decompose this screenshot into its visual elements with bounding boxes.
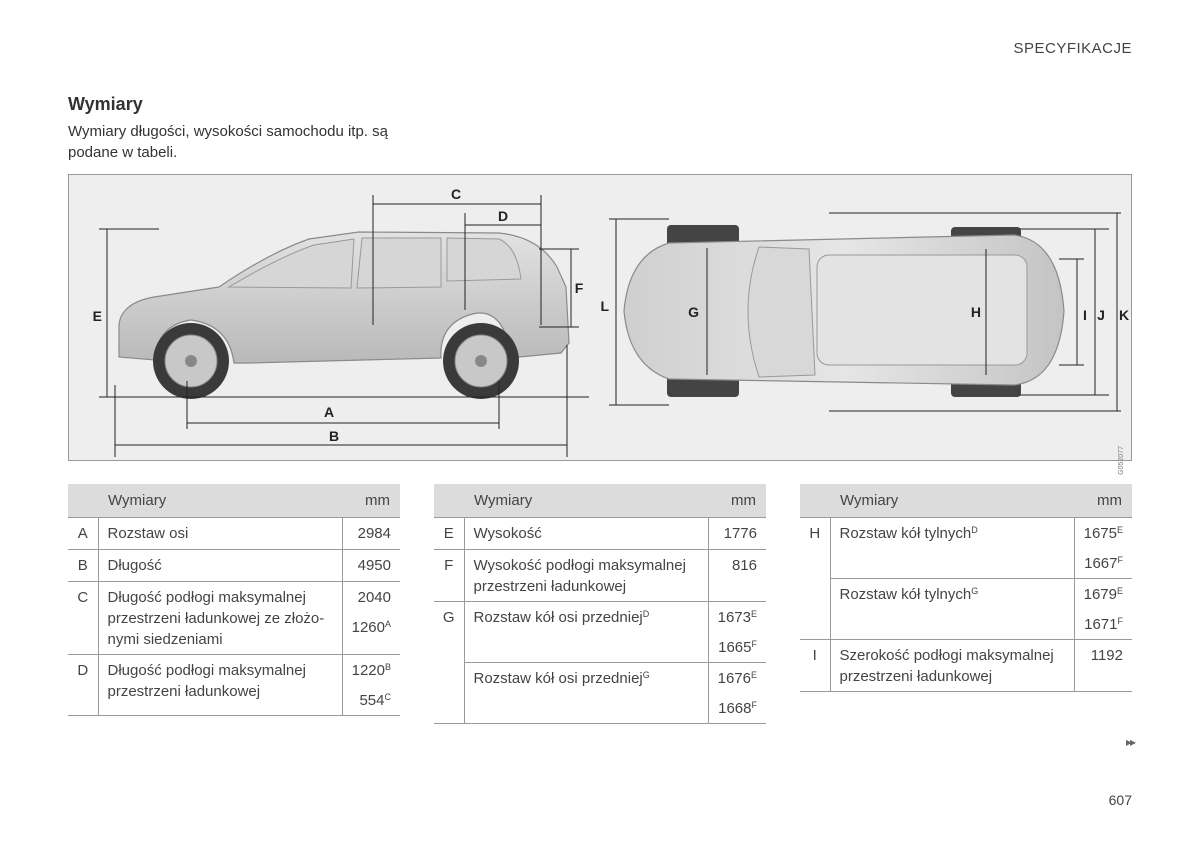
table-header: Wymiary mm: [68, 484, 400, 518]
row-label: Rozstaw kół osi przedniejD: [464, 601, 709, 663]
label-f: F: [575, 280, 584, 296]
row-label: Rozstaw kół tylnychD: [830, 517, 1075, 579]
row-label: Długość: [98, 549, 343, 582]
table-row: Rozstaw kół tylnychG 1679E 1671F: [800, 578, 1132, 640]
label-g: G: [688, 304, 699, 320]
dimensions-table-2: Wymiary mm E Wysokość 1776 F Wysokość po…: [434, 484, 766, 724]
column-header: Wymiary: [464, 484, 709, 518]
dimension-lines: [99, 195, 1121, 457]
row-label: Długość podłogi maksymalnej przestrzeni …: [98, 654, 343, 716]
label-l: L: [600, 298, 609, 314]
dimensions-figure: A B C D E F G H I J K L G052077: [68, 174, 1132, 475]
row-label: Wysokość podłogi maksymalnej prze­strzen…: [464, 549, 709, 602]
label-k: K: [1119, 307, 1129, 323]
label-e: E: [93, 308, 102, 324]
car-side-view: [118, 231, 570, 399]
label-b: B: [329, 428, 339, 444]
double-chevron-right-icon: ▸▸: [1125, 735, 1136, 749]
table-row: E Wysokość 1776: [434, 517, 766, 550]
figure-code: G052077: [1118, 446, 1125, 475]
row-label: Szerokość podłogi maksymalnej przestrzen…: [830, 639, 1075, 692]
car-top-view: [623, 225, 1065, 397]
row-label: Rozstaw kół tylnychG: [830, 578, 1075, 640]
row-label: Rozstaw kół osi przedniejG: [464, 662, 709, 724]
page-number: 607: [1108, 792, 1132, 808]
section-header: SPECYFIKACJE: [1013, 40, 1132, 57]
label-h: H: [971, 304, 981, 320]
table-row: G Rozstaw kół osi przedniejD 1673E 1665F: [434, 601, 766, 724]
column-header: mm: [342, 484, 400, 518]
table-row: C Długość podłogi maksymalnej przestrzen…: [68, 581, 400, 655]
row-label: Rozstaw osi: [98, 517, 343, 550]
table-row: F Wysokość podłogi maksymalnej prze­strz…: [434, 549, 766, 602]
table-row: A Rozstaw osi 2984: [68, 517, 400, 550]
table-row: H Rozstaw kół tylnychD 1675E 1667F: [800, 517, 1132, 640]
row-label: Wysokość: [464, 517, 709, 550]
table-row: B Długość 4950: [68, 549, 400, 582]
dimensions-table-3: Wymiary mm H Rozstaw kół tylnychD 1675E …: [800, 484, 1132, 692]
page-title: Wymiary: [68, 94, 143, 114]
column-header: Wymiary: [830, 484, 1075, 518]
column-header: mm: [708, 484, 766, 518]
label-d: D: [498, 208, 508, 224]
table-header: Wymiary mm: [800, 484, 1132, 518]
car-diagram: A B C D E F G H I J K L: [93, 186, 1129, 457]
dimensions-table-1: Wymiary mm A Rozstaw osi 2984 B Długość …: [68, 484, 400, 716]
label-a: A: [324, 404, 334, 420]
table-header: Wymiary mm: [434, 484, 766, 518]
label-j: J: [1097, 307, 1105, 323]
label-c: C: [451, 186, 461, 202]
column-header: Wymiary: [98, 484, 343, 518]
row-label: Długość podłogi maksymalnej przestrzeni …: [98, 581, 343, 655]
table-row: Rozstaw kół osi przedniejG 1676E 1668F: [434, 662, 766, 724]
intro-text: Wymiary długości, wysokości samochodu it…: [68, 123, 388, 161]
label-i: I: [1083, 307, 1087, 323]
table-row: D Długość podłogi maksymalnej przestrzen…: [68, 654, 400, 716]
column-header: mm: [1074, 484, 1132, 518]
table-row: I Szerokość podłogi maksymalnej przestrz…: [800, 639, 1132, 692]
